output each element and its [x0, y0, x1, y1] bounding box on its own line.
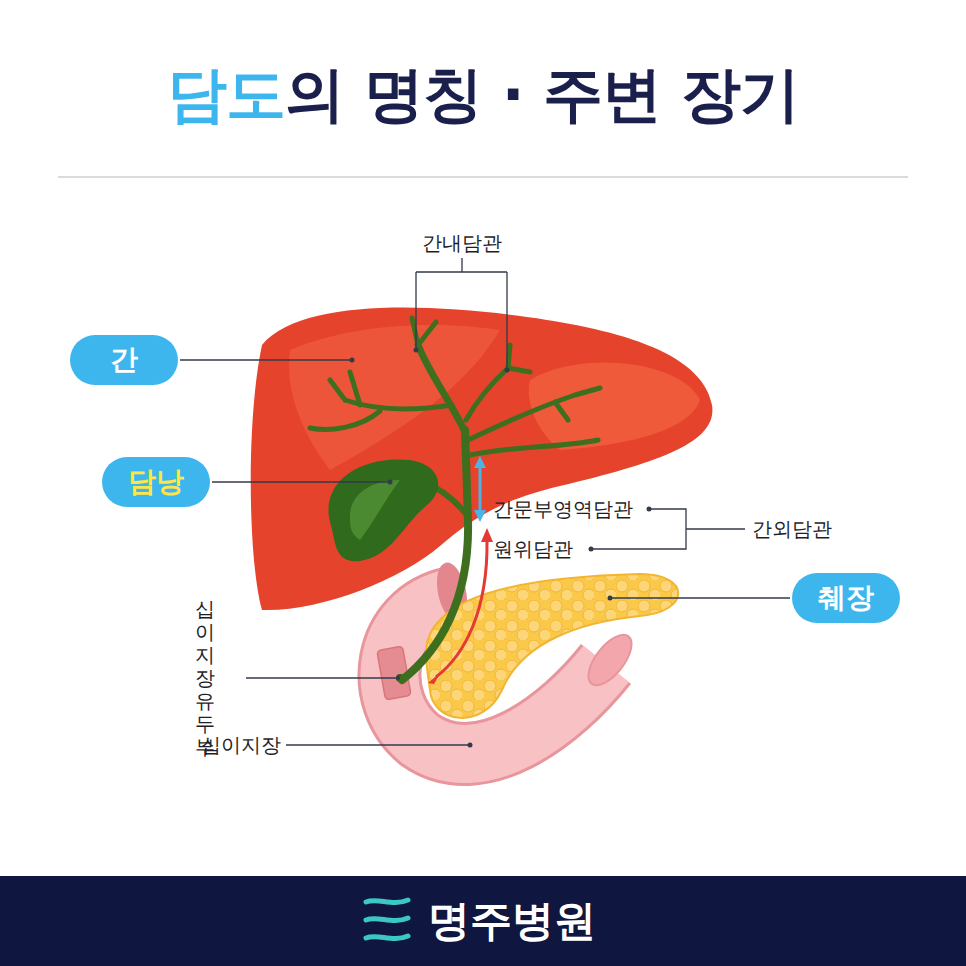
intrahepatic-duct	[466, 345, 530, 420]
page-title: 담도의 명칭 · 주변 장기	[167, 55, 799, 136]
logo-wave	[366, 918, 408, 921]
leader-dot	[350, 358, 355, 363]
node-text: 췌장	[818, 579, 874, 617]
organ-pill: 담낭	[102, 457, 210, 507]
leader-dot	[647, 507, 652, 512]
duct-label: 원위담관	[493, 538, 573, 561]
leader-dot	[396, 676, 400, 680]
liver	[251, 308, 713, 610]
leader-dot	[505, 368, 510, 373]
logo-wave	[366, 936, 408, 939]
liver-shape	[251, 308, 713, 610]
distal-arrow	[436, 540, 487, 677]
organ-pill: 간	[70, 335, 178, 385]
leader-line	[286, 744, 470, 745]
duct-label: 간문부영역담관	[493, 498, 633, 521]
logo-icon	[366, 900, 408, 939]
leader-dot	[414, 348, 419, 353]
leader-dot	[388, 480, 393, 485]
footer-band	[0, 876, 966, 966]
leader-dot	[589, 547, 594, 552]
gallbladder	[328, 459, 438, 561]
hilar-arrow	[479, 466, 482, 512]
leaders	[180, 258, 790, 745]
hilar-arrow-heads	[474, 456, 486, 522]
gallbladder-highlight	[350, 480, 400, 540]
leader-dots	[350, 348, 652, 748]
leader-line	[212, 481, 388, 482]
node-text: 간	[110, 341, 138, 379]
intrahepatic-duct	[310, 372, 452, 429]
hospital-name: 명주병원	[408, 888, 616, 954]
duodenum-end	[580, 628, 639, 693]
region-arrows	[428, 456, 493, 686]
duct-label: 간내담관	[422, 232, 502, 255]
leader-line	[246, 677, 396, 678]
gallbladder-shape	[328, 459, 438, 561]
intrahepatic-duct	[418, 345, 465, 432]
liver-lobe	[529, 363, 700, 450]
logo-wave	[366, 900, 408, 903]
node-text: 명주병원	[428, 893, 596, 949]
distal-arrow-heads	[428, 528, 493, 686]
leader-dot	[608, 596, 613, 601]
part-label: 십이지장	[201, 734, 281, 757]
node-text: 담낭	[128, 463, 184, 501]
duct-group-label: 간외담관	[752, 518, 832, 541]
leader-line	[180, 359, 350, 360]
organ-pill: 췌장	[792, 573, 900, 623]
intrahepatic-duct	[468, 388, 600, 455]
bracket	[416, 258, 507, 370]
leader-line	[612, 597, 790, 598]
leader-dot	[468, 743, 473, 748]
title-rule	[58, 176, 908, 178]
